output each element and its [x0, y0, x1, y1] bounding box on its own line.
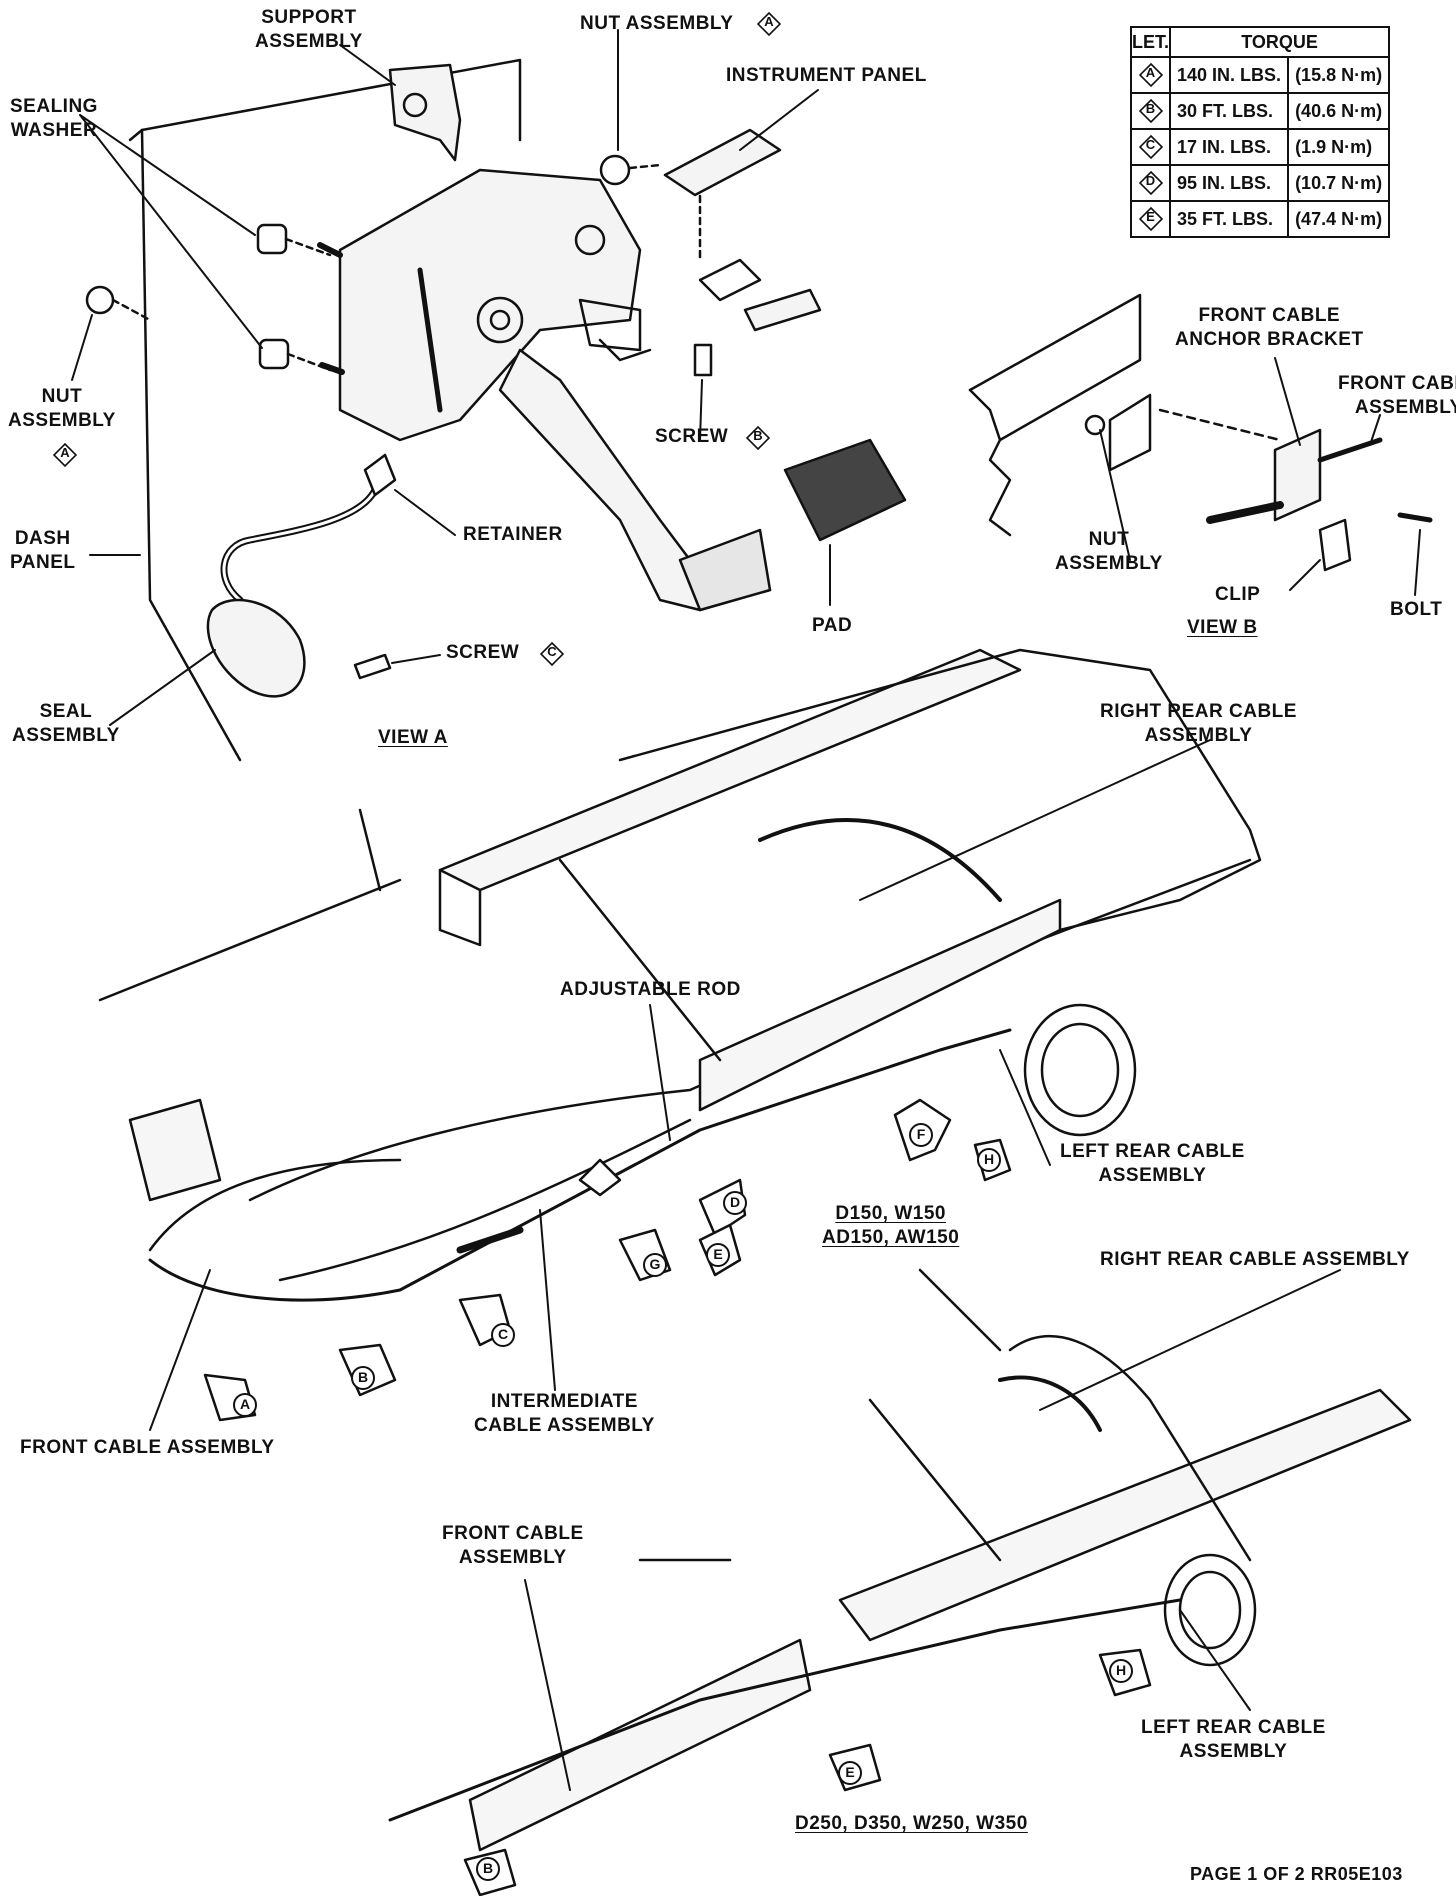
- header-torque: TORQUE: [1169, 26, 1391, 58]
- torque-metric: (15.8 N·m): [1287, 56, 1391, 94]
- screw-c-drawing: [353, 653, 392, 680]
- diamond-letter-icon: B: [746, 426, 770, 450]
- leader-lines: [71, 29, 1421, 1791]
- diamond-letter-icon: D: [1138, 171, 1163, 195]
- label-nut-assembly-top: NUT ASSEMBLY: [580, 13, 734, 34]
- torque-row: E 35 FT. LBS. (47.4 N·m): [1129, 200, 1391, 238]
- dash-panel-drawing: [128, 58, 522, 762]
- label-intermediate-cable: INTERMEDIATE CABLE ASSEMBLY: [474, 1391, 655, 1436]
- torque-metric: (10.7 N·m): [1287, 164, 1391, 202]
- callout-f: F: [898, 1112, 944, 1158]
- callout-d: D: [712, 1180, 758, 1226]
- label-dash-panel: DASH PANEL: [10, 528, 76, 573]
- callout-e: E: [695, 1232, 741, 1278]
- diamond-letter-icon: E: [1138, 207, 1163, 231]
- studs-drawing: [85, 223, 345, 375]
- label-nut-assembly-left: NUT ASSEMBLY: [8, 386, 116, 431]
- torque-metric: (1.9 N·m): [1287, 128, 1391, 166]
- chassis-1-drawing: [98, 648, 1262, 1302]
- torque-row: D 95 IN. LBS. (10.7 N·m): [1129, 164, 1391, 202]
- label-left-rear-cable-2: LEFT REAR CABLE ASSEMBLY: [1141, 1717, 1326, 1762]
- diamond-letter-icon: A: [1138, 63, 1163, 87]
- diamond-letter-icon: A: [757, 12, 781, 36]
- header-let: LET.: [1129, 26, 1172, 58]
- label-seal-assembly: SEAL ASSEMBLY: [12, 701, 120, 746]
- label-support-assembly: SUPPORT ASSEMBLY: [255, 7, 363, 52]
- label-clip: CLIP: [1215, 584, 1261, 605]
- pad-drawing: [783, 438, 907, 542]
- torque-imperial: 140 IN. LBS.: [1169, 56, 1290, 94]
- label-bolt: BOLT: [1390, 599, 1443, 620]
- torque-table-header: LET. TORQUE: [1129, 26, 1391, 58]
- torque-row: A 140 IN. LBS. (15.8 N·m): [1129, 56, 1391, 94]
- diamond-letter-icon: C: [540, 642, 564, 666]
- top-nut-drawing: [599, 154, 662, 186]
- label-left-rear-cable-1: LEFT REAR CABLE ASSEMBLY: [1060, 1141, 1245, 1186]
- torque-row: C 17 IN. LBS. (1.9 N·m): [1129, 128, 1391, 166]
- label-screw-b: SCREW: [655, 426, 729, 447]
- label-instrument-panel: INSTRUMENT PANEL: [726, 65, 927, 86]
- label-screw-c: SCREW: [446, 642, 520, 663]
- seal-cable-drawing: [206, 453, 397, 698]
- callout-a: A: [222, 1382, 268, 1428]
- label-right-rear-cable-2: RIGHT REAR CABLE ASSEMBLY: [1100, 1249, 1410, 1270]
- callout-h: H: [966, 1137, 1012, 1183]
- view-b-frame-drawing: [968, 293, 1433, 572]
- label-pad: PAD: [812, 615, 853, 636]
- callout-c: C: [480, 1312, 526, 1358]
- torque-imperial: 35 FT. LBS.: [1169, 200, 1290, 238]
- label-front-cable-anchor-bracket: FRONT CABLE ANCHOR BRACKET: [1175, 305, 1364, 350]
- torque-imperial: 17 IN. LBS.: [1169, 128, 1290, 166]
- chassis-2-drawing: [388, 1268, 1412, 1852]
- callout-b: B: [340, 1355, 386, 1401]
- diamond-letter-icon: C: [1138, 135, 1163, 159]
- callout-h: H: [1098, 1648, 1144, 1694]
- callout-g: G: [632, 1242, 678, 1288]
- label-right-rear-cable-1: RIGHT REAR CABLE ASSEMBLY: [1100, 701, 1297, 746]
- label-retainer: RETAINER: [463, 524, 563, 545]
- callout-b: B: [465, 1846, 511, 1892]
- label-front-cable-2: FRONT CABLE ASSEMBLY: [442, 1523, 584, 1568]
- torque-metric: (40.6 N·m): [1287, 92, 1391, 130]
- torque-imperial: 30 FT. LBS.: [1169, 92, 1290, 130]
- view-a-title: VIEW A: [378, 727, 448, 748]
- diamond-letter-icon: A: [53, 443, 77, 467]
- label-front-cable-assembly-b: FRONT CABLE ASSEMBLY: [1338, 373, 1456, 418]
- page-footer: PAGE 1 OF 2 RR05E103: [1190, 1864, 1403, 1884]
- label-nut-assembly-b: NUT ASSEMBLY: [1055, 529, 1163, 574]
- models-1: D150, W150 AD150, AW150: [822, 1203, 960, 1248]
- view-b-title: VIEW B: [1187, 617, 1258, 638]
- torque-row: B 30 FT. LBS. (40.6 N·m): [1129, 92, 1391, 130]
- support-assembly-drawing: [388, 63, 462, 162]
- torque-table: LET. TORQUE A 140 IN. LBS. (15.8 N·m) B …: [1129, 26, 1391, 238]
- torque-imperial: 95 IN. LBS.: [1169, 164, 1290, 202]
- label-sealing-washer: SEALING WASHER: [10, 96, 98, 141]
- label-adjustable-rod: ADJUSTABLE ROD: [560, 979, 741, 1000]
- diamond-letter-icon: B: [1138, 99, 1163, 123]
- pedal-support-drawing: [338, 168, 652, 442]
- pedal-arm-drawing: [498, 348, 772, 612]
- callout-arrows: [203, 1098, 1152, 1896]
- torque-metric: (47.4 N·m): [1287, 200, 1391, 238]
- screw-b-drawing: [693, 343, 713, 377]
- instrument-panel-drawing: [663, 128, 822, 332]
- models-2: D250, D350, W250, W350: [795, 1813, 1028, 1834]
- callout-e: E: [827, 1750, 873, 1796]
- label-front-cable-1: FRONT CABLE ASSEMBLY: [20, 1437, 275, 1458]
